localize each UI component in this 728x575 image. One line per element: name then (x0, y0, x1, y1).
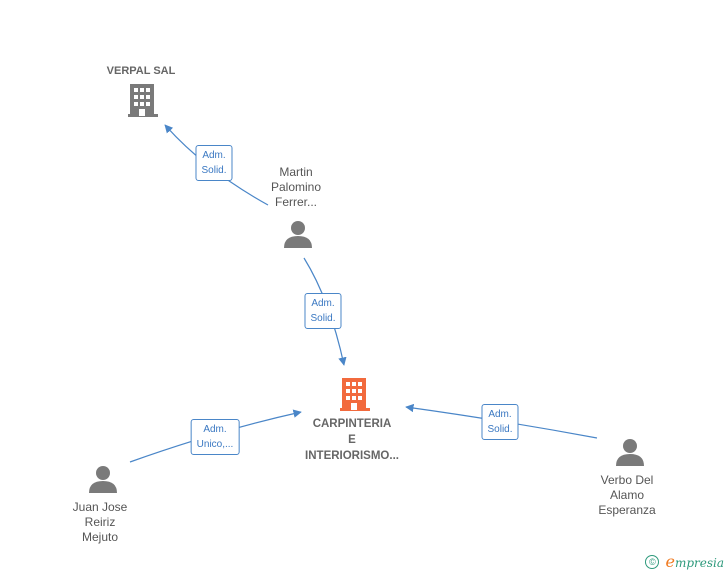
label-line: Mejuto (81, 530, 119, 544)
node-label-main-company[interactable]: CARPINTERIA E INTERIORISMO... (305, 416, 399, 464)
person-icon-juan[interactable] (89, 466, 117, 493)
brand-name: mpresia (674, 556, 724, 570)
label-line: CARPINTERIA (312, 418, 392, 430)
copyright-icon: © (645, 554, 660, 569)
building-icon (128, 84, 158, 117)
label-line: Reiriz (84, 515, 116, 529)
edge-badge-martin-main[interactable]: Adm. Solid. (304, 293, 342, 329)
node-label-martin[interactable]: Martin Palomino Ferrer... (271, 165, 321, 210)
edge-badge-martin-verpal[interactable]: Adm. Solid. (195, 145, 233, 181)
label-line: Verbo Del (600, 473, 654, 487)
label-line: INTERIORISMO... (305, 450, 399, 462)
badge-line: Solid. (487, 424, 513, 435)
edge-badge-juan-main[interactable]: Adm. Unico,... (190, 419, 240, 455)
label-line: Martin (279, 165, 313, 179)
label-line: VERPAL SAL (106, 65, 176, 77)
brand-logo: empresia (665, 552, 724, 571)
badge-line: Adm. (203, 424, 227, 435)
brand-initial: e (665, 552, 675, 571)
badge-line: Solid. (310, 313, 336, 324)
badge-line: Solid. (201, 165, 227, 176)
footer-brand: © empresia (645, 552, 724, 571)
person-icon-martin[interactable] (284, 221, 312, 248)
person-icon-verbo[interactable] (616, 439, 644, 466)
badge-line: Adm. (202, 150, 226, 161)
label-line: Ferrer... (274, 195, 317, 209)
badge-line: Unico,... (196, 439, 234, 450)
node-label-verpal[interactable]: VERPAL SAL (107, 64, 176, 79)
badge-line: Adm. (488, 409, 512, 420)
main-company-building-icon (340, 378, 370, 411)
label-line: Juan Jose (72, 500, 128, 514)
label-line: Alamo (609, 488, 644, 502)
label-line: E (348, 434, 356, 446)
edge-badge-verbo-main[interactable]: Adm. Solid. (481, 404, 519, 440)
node-label-verbo[interactable]: Verbo Del Alamo Esperanza (598, 473, 655, 518)
node-label-juan[interactable]: Juan Jose Reiriz Mejuto (73, 500, 128, 545)
label-line: Palomino (270, 180, 322, 194)
badge-line: Adm. (311, 298, 335, 309)
label-line: Esperanza (598, 503, 656, 517)
